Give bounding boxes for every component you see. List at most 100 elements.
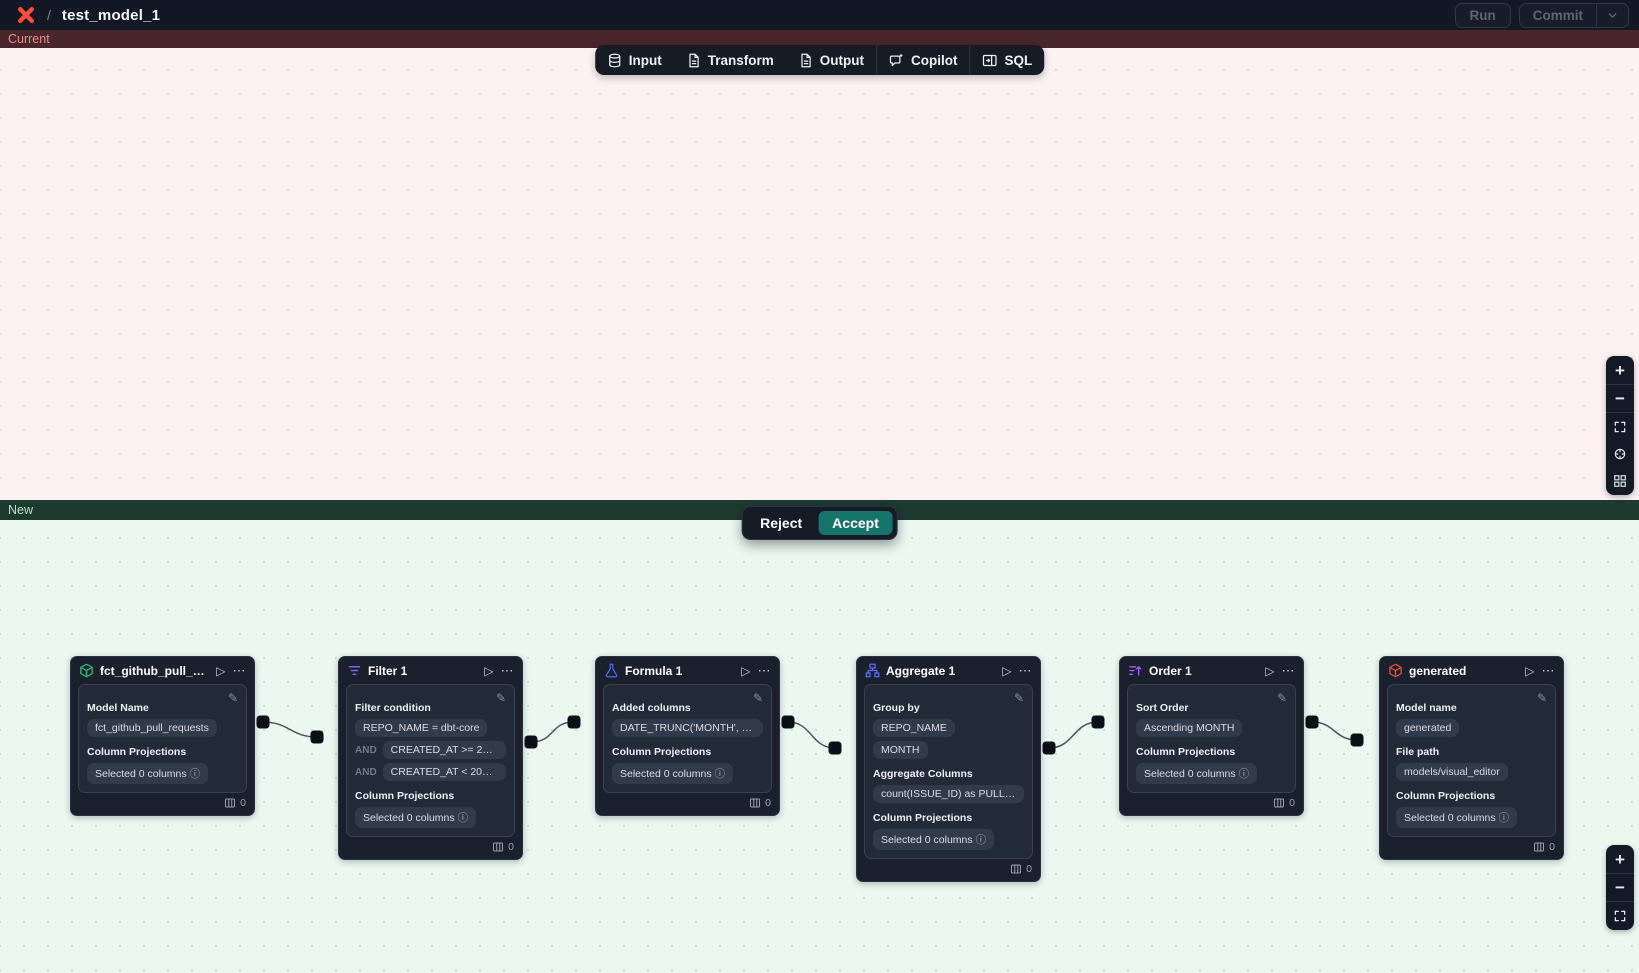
current-canvas[interactable] <box>0 48 1639 500</box>
toolbar-sql-button[interactable]: SQL <box>971 45 1045 75</box>
run-button[interactable]: Run <box>1454 2 1511 28</box>
document-icon <box>688 53 699 67</box>
info-icon[interactable]: ⓘ <box>189 768 201 780</box>
edit-pencil-icon[interactable]: ✎ <box>752 691 763 705</box>
file-path-chip[interactable]: models/visual_editor <box>1396 763 1508 781</box>
dbt-logo-icon[interactable] <box>16 5 36 25</box>
node-run-icon[interactable]: ▷ <box>484 663 494 678</box>
node-formula-1[interactable]: Formula 1 ▷ ⋯ ✎ Added columns DATE_TRUNC… <box>595 656 780 816</box>
info-icon[interactable]: ⓘ <box>1238 768 1250 780</box>
sort-ascending-icon <box>1129 666 1142 676</box>
group-by-chip[interactable]: REPO_NAME <box>873 719 955 737</box>
columns-table-icon <box>1011 864 1022 874</box>
node-title: fct_github_pull_requests <box>100 663 209 678</box>
controls-divider <box>1606 901 1634 902</box>
current-pane-label-bar: Current <box>0 30 1639 48</box>
page-title: test_model_1 <box>61 6 161 24</box>
fit-view-icon <box>1614 910 1626 921</box>
info-icon[interactable]: ⓘ <box>1498 812 1510 824</box>
node-menu-icon[interactable]: ⋯ <box>757 663 771 678</box>
filter-icon <box>348 666 361 675</box>
toolbar-input-button[interactable]: Input <box>595 45 674 75</box>
toolbar-copilot-button[interactable]: Copilot <box>877 45 970 75</box>
commit-button[interactable]: Commit <box>1532 7 1583 23</box>
section-label: Column Projections <box>1396 790 1496 802</box>
zoom-out-button[interactable]: − <box>1615 388 1625 408</box>
zoom-in-button[interactable]: + <box>1615 849 1625 869</box>
node-run-icon[interactable]: ▷ <box>1002 663 1012 678</box>
node-generated[interactable]: generated ▷ ⋯ ✎ Model name generated Fil… <box>1379 656 1564 860</box>
new-pane-label: New <box>8 503 34 517</box>
edit-pencil-icon[interactable]: ✎ <box>495 691 506 705</box>
commit-menu-button[interactable] <box>1596 4 1628 26</box>
node-aggregate-1[interactable]: Aggregate 1 ▷ ⋯ ✎ Group by REPO_NAME MON… <box>856 656 1041 882</box>
node-menu-icon[interactable]: ⋯ <box>500 663 514 678</box>
current-pane-controls: + − <box>1606 356 1634 495</box>
section-label: Column Projections <box>612 746 712 758</box>
and-operator: AND <box>355 744 377 756</box>
value-chip[interactable]: fct_github_pull_requests <box>87 719 217 737</box>
current-pane-label: Current <box>8 32 50 46</box>
node-menu-icon[interactable]: ⋯ <box>1541 663 1555 678</box>
edit-pencil-icon[interactable]: ✎ <box>227 691 238 705</box>
document-icon <box>800 53 811 67</box>
section-label: Group by <box>873 702 920 714</box>
filter-condition-chip[interactable]: CREATED_AT >= 2024-12-01 <box>382 741 506 759</box>
edit-pencil-icon[interactable]: ✎ <box>1013 691 1024 705</box>
reject-button[interactable]: Reject <box>760 515 803 531</box>
row-count: 0 <box>1289 797 1295 809</box>
filter-condition-chip[interactable]: REPO_NAME = dbt-core <box>355 719 488 737</box>
fit-view-button[interactable] <box>1606 902 1634 929</box>
lock-viewport-button[interactable] <box>1606 440 1634 467</box>
aggregate-sitemap-icon <box>865 663 880 678</box>
node-run-icon[interactable]: ▷ <box>1525 663 1535 678</box>
row-count: 0 <box>508 841 514 853</box>
accept-button[interactable]: Accept <box>818 511 893 535</box>
fit-view-button[interactable] <box>1606 413 1634 440</box>
columns-table-icon <box>493 842 504 852</box>
toolbar-transform-button[interactable]: Transform <box>674 45 786 75</box>
sort-order-chip[interactable]: Ascending MONTH <box>1136 719 1243 737</box>
node-filter-1[interactable]: Filter 1 ▷ ⋯ ✎ Filter condition REPO_NAM… <box>338 656 523 860</box>
diff-actions: Reject Accept <box>741 506 898 540</box>
node-menu-icon[interactable]: ⋯ <box>1281 663 1295 678</box>
formula-chip[interactable]: DATE_TRUNC('MONTH', CREATED_AT… <box>612 719 763 737</box>
node-order-1[interactable]: Order 1 ▷ ⋯ ✎ Sort Order Ascending MONTH… <box>1119 656 1304 816</box>
toolbar-copilot-label: Copilot <box>911 52 958 68</box>
info-icon[interactable]: ⓘ <box>975 834 987 846</box>
node-title: Formula 1 <box>625 663 683 678</box>
info-icon[interactable]: ⓘ <box>457 812 469 824</box>
tile-view-button[interactable] <box>1606 467 1634 494</box>
node-run-icon[interactable]: ▷ <box>741 663 751 678</box>
zoom-in-button[interactable]: + <box>1615 360 1625 380</box>
row-count: 0 <box>765 797 771 809</box>
node-fct-github-pull-requests[interactable]: fct_github_pull_requests ▷ ⋯ ✎ Model Nam… <box>70 656 255 816</box>
filter-condition-chip[interactable]: CREATED_AT < 2025-03-01 <box>382 763 506 781</box>
model-cube-icon <box>1389 663 1402 678</box>
info-icon[interactable]: ⓘ <box>714 768 726 780</box>
edit-pencil-icon[interactable]: ✎ <box>1536 691 1547 705</box>
row-count: 0 <box>1026 863 1032 875</box>
crosshair-icon <box>1614 448 1626 459</box>
node-run-icon[interactable]: ▷ <box>216 663 226 678</box>
node-title: Aggregate 1 <box>886 663 956 678</box>
node-run-icon[interactable]: ▷ <box>1265 663 1275 678</box>
model-name-chip[interactable]: generated <box>1396 719 1460 737</box>
node-menu-icon[interactable]: ⋯ <box>1018 663 1032 678</box>
group-by-chip[interactable]: MONTH <box>873 741 928 759</box>
edit-pencil-icon[interactable]: ✎ <box>1276 691 1287 705</box>
section-label: Column Projections <box>873 812 973 824</box>
zoom-out-button[interactable]: − <box>1615 877 1625 897</box>
aggregate-column-chip[interactable]: count(ISSUE_ID) as PULL_REQUEST_… <box>873 785 1024 803</box>
node-menu-icon[interactable]: ⋯ <box>232 663 246 678</box>
grid-tiles-icon <box>1614 474 1626 487</box>
columns-table-icon <box>1534 842 1545 852</box>
node-title: Filter 1 <box>368 663 408 678</box>
toolbar-output-button[interactable]: Output <box>786 45 876 75</box>
